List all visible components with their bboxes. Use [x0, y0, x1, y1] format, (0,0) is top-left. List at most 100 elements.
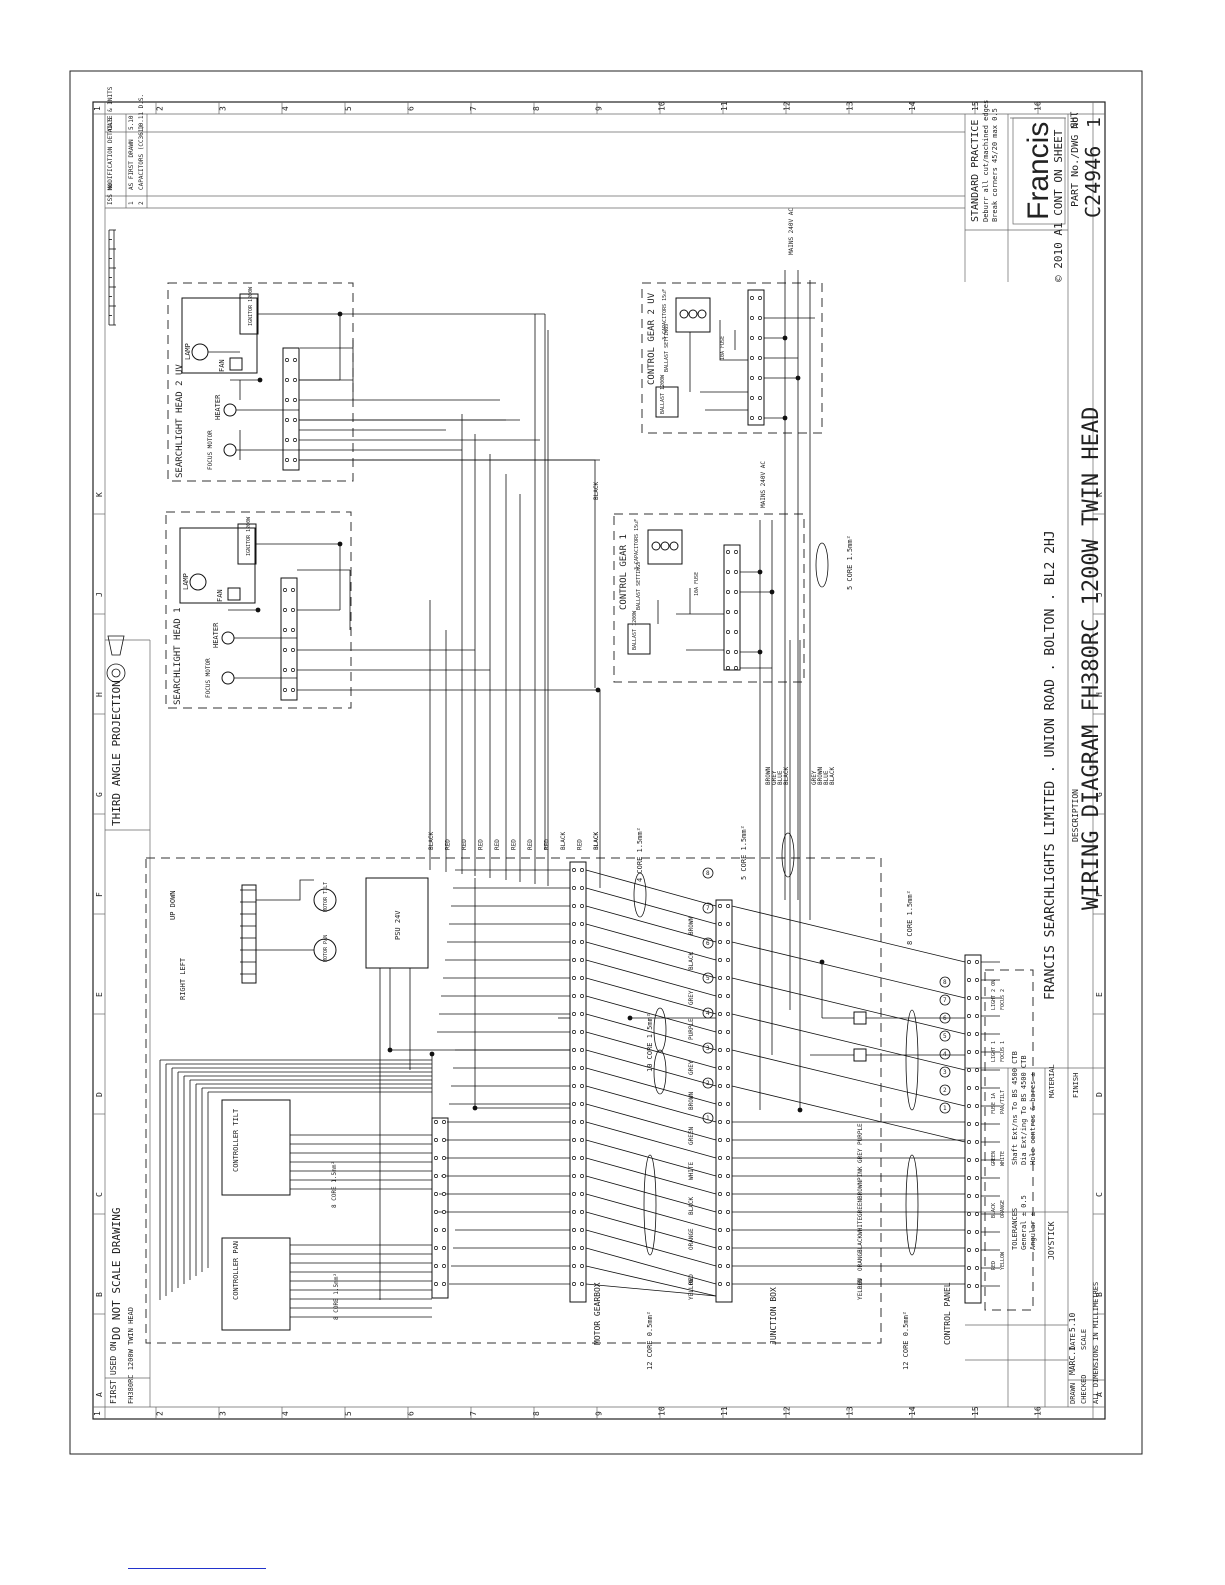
terminal — [967, 1230, 971, 1234]
thread-note-1: Shaft Ext/ns To BS 4500 CTB — [1011, 1051, 1019, 1165]
terminal — [572, 1030, 576, 1034]
numbered-terminal-joystick-text: 4 — [943, 1051, 947, 1058]
terminal — [758, 356, 762, 360]
terminal — [967, 1176, 971, 1180]
wire — [585, 1247, 717, 1285]
grid-row-13-top: 13 — [845, 101, 854, 111]
terminal — [572, 1174, 576, 1178]
numbered-terminal-joystick — [939, 1048, 951, 1060]
terminal — [718, 1156, 722, 1160]
terminal — [580, 1120, 584, 1124]
terminal — [580, 1012, 584, 1016]
terminal — [580, 1048, 584, 1052]
numbered-terminal-joystick — [939, 1012, 951, 1024]
junction-dot — [627, 1015, 633, 1021]
grid-col-G-left: G — [95, 792, 104, 797]
terminal — [285, 418, 289, 422]
terminal — [967, 1014, 971, 1018]
grid-row-numbers: 1122334455667788991010111112121313141415… — [93, 101, 1043, 1419]
terminal — [726, 1102, 730, 1106]
terminal — [975, 1212, 979, 1216]
mains-2-label: MAINS 240V AC — [788, 208, 795, 255]
joystick-label-4: FUSE 1A — [991, 1093, 997, 1114]
logo-box — [1012, 117, 1066, 225]
terminal — [580, 1030, 584, 1034]
scale-label: SCALE — [1080, 1329, 1088, 1350]
terminal — [572, 922, 576, 926]
terminal — [718, 1246, 722, 1250]
junction-dot — [769, 589, 775, 595]
cable-12core-a-label: 12 CORE 0.5mm² — [646, 1311, 654, 1370]
terminal — [967, 1122, 971, 1126]
grid-col-K-left: K — [95, 492, 104, 497]
terminal — [726, 940, 730, 944]
junction-dot — [595, 687, 601, 693]
terminal — [967, 1068, 971, 1072]
terminal — [975, 1284, 979, 1288]
terminal — [283, 688, 287, 692]
wire — [585, 1193, 717, 1231]
terminal — [572, 1192, 576, 1196]
grid-col-H-left: H — [95, 692, 104, 697]
motor-tilt-label: MOTOR TILT — [323, 882, 329, 912]
terminal — [975, 1086, 979, 1090]
terminal — [293, 418, 297, 422]
terminal — [967, 1266, 971, 1270]
lamp-2-symbol — [191, 343, 209, 361]
standard-note-2: Break corners 45/20 max 0.5 — [991, 108, 999, 222]
numbered-terminal-joystick-text: 2 — [943, 1087, 947, 1094]
terminal — [572, 1120, 576, 1124]
terminal — [572, 940, 576, 944]
grid-row-12-bottom: 12 — [783, 1406, 792, 1416]
terminal — [734, 590, 738, 594]
grid-row-3-top: 3 — [218, 106, 227, 111]
wire-label-jb-8: BLACK — [688, 1197, 695, 1215]
fan-1-label: FAN — [216, 589, 224, 602]
grid-col-F-right: F — [1095, 892, 1104, 897]
terminal — [572, 1048, 576, 1052]
terminal — [580, 994, 584, 998]
searchlight-head-2: SEARCHLIGHT HEAD 2 UV IGNITOR 1200W LAMP… — [167, 282, 354, 482]
third-angle-projection: THIRD ANGLE PROJECTION — [110, 680, 123, 826]
terminal — [758, 316, 762, 320]
part-number: C24946 — [1081, 146, 1105, 218]
thread-note-2: Dia Ext/ing To BS 4500 CTB — [1020, 1055, 1028, 1165]
terminal — [975, 1194, 979, 1198]
fan-1-symbol — [227, 587, 241, 601]
tolerances-label: TOLERANCES — [1011, 1208, 1019, 1250]
brand-logo: Francis — [1022, 122, 1055, 220]
wire-label-jb-10: RED — [688, 1274, 695, 1285]
control-gear-1: CONTROL GEAR 1 BALLAST 1200W BALLAST SET… — [613, 461, 805, 683]
terminal — [726, 922, 730, 926]
lamp-1-symbol — [189, 573, 207, 591]
terminal — [572, 868, 576, 872]
motor-pan-label: MOTOR PAN — [323, 935, 329, 962]
numbered-terminal-joystick — [939, 1084, 951, 1096]
cable-bundle-ring — [905, 1154, 919, 1256]
wire-label-cp-7: ORANGE — [857, 1249, 864, 1271]
terminal — [718, 904, 722, 908]
wire — [585, 1139, 717, 1177]
terminal — [718, 1084, 722, 1088]
wire — [256, 879, 314, 901]
numbered-terminal-jb — [702, 867, 714, 879]
wire-label-cg-4: GREY — [811, 770, 818, 785]
wire — [299, 459, 596, 688]
terminal — [726, 1120, 730, 1124]
junction-dot — [337, 541, 343, 547]
wire — [585, 977, 717, 1015]
wire — [731, 941, 966, 999]
wire-label-jb-7: WHITE — [688, 1162, 695, 1180]
wire — [585, 1013, 717, 1051]
wire — [585, 959, 717, 997]
wire-label-cg-6: BLUE — [823, 770, 830, 785]
terminal — [580, 1084, 584, 1088]
terminal — [572, 904, 576, 908]
wire — [585, 995, 717, 1033]
page-border — [69, 70, 1143, 1455]
wire-label-cg-2: BLUE — [777, 770, 784, 785]
terminal — [975, 1032, 979, 1036]
grid-col-B-right: B — [1095, 1292, 1104, 1297]
wire-label-jb-4: GREY — [688, 1060, 695, 1075]
